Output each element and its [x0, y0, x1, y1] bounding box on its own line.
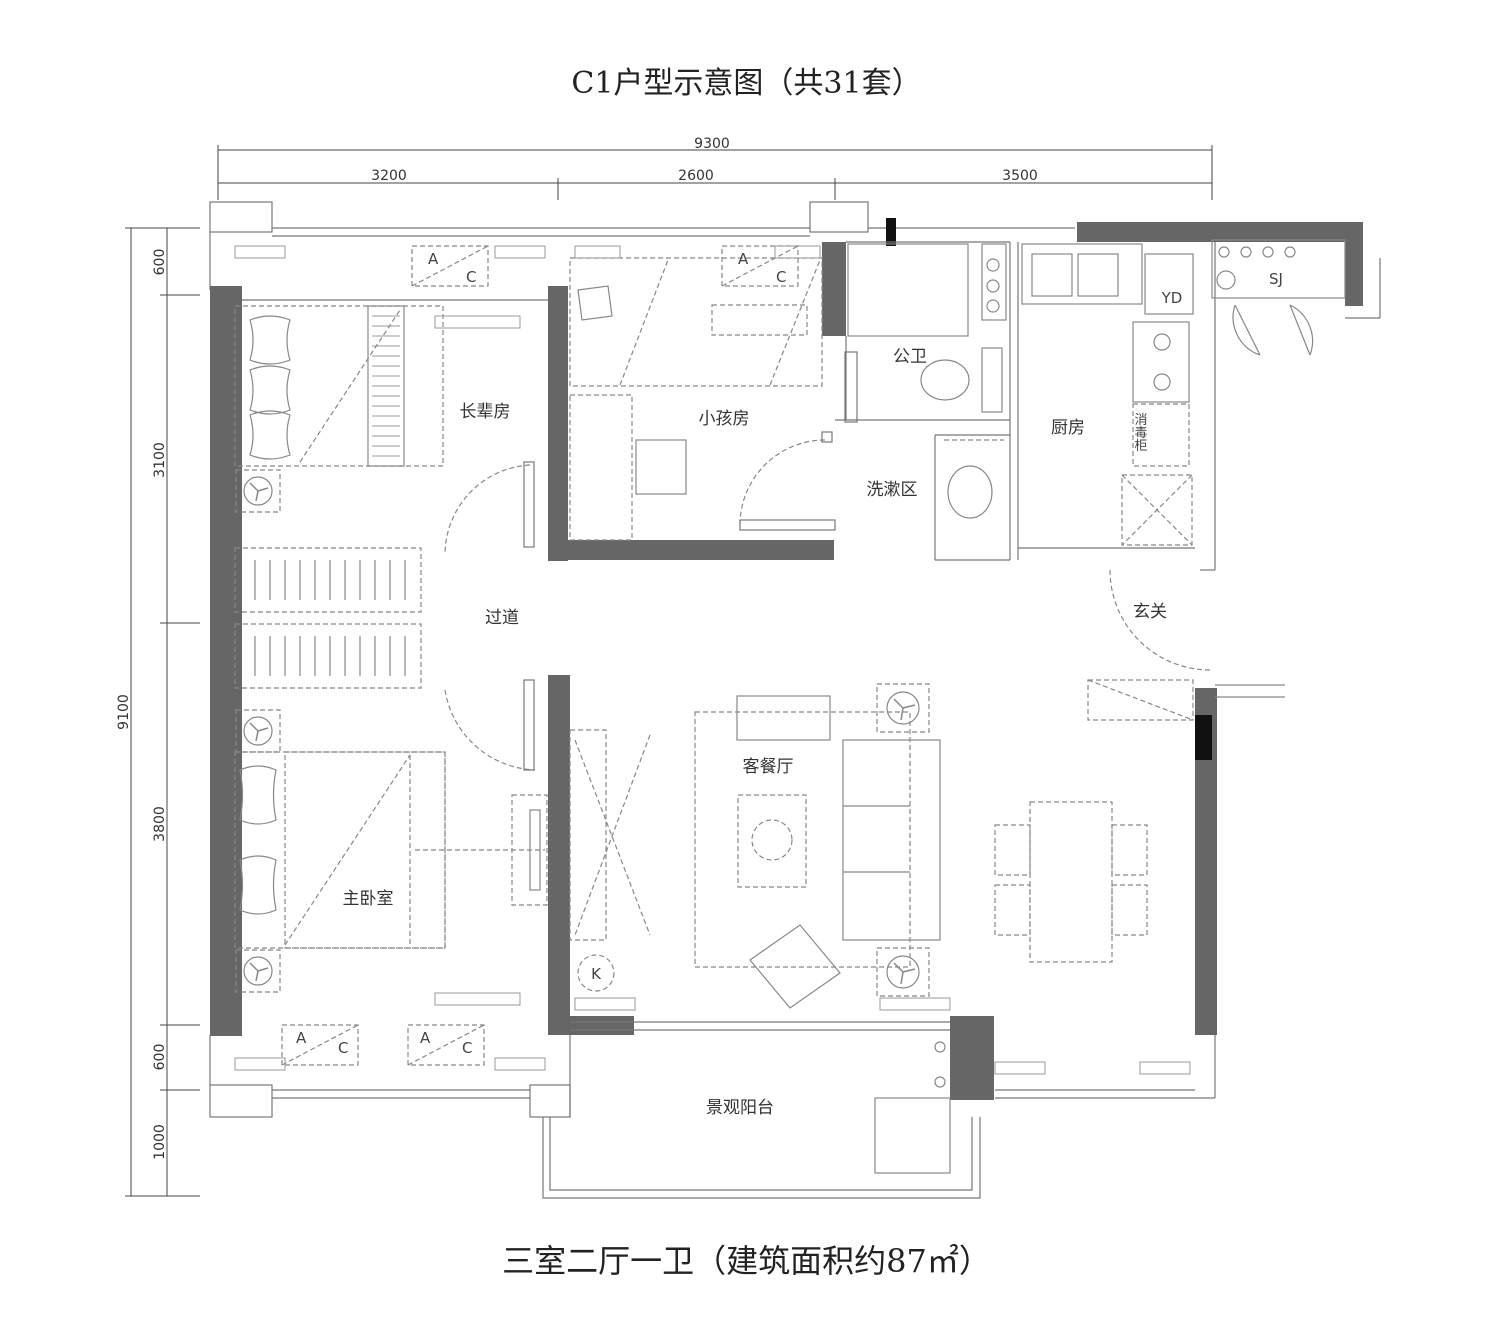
ac-tag-k: K — [591, 965, 602, 983]
ac-tag-c-2: C — [776, 268, 786, 286]
walls — [210, 222, 1363, 1100]
room-label-public-bath: 公卫 — [893, 347, 927, 367]
room-label-child: 小孩房 — [699, 409, 750, 429]
ac-tag-c-4: C — [462, 1039, 472, 1057]
plan-caption: 三室二厅一卫（建筑面积约87㎡） — [502, 1242, 991, 1280]
dim-left-total: 9100 — [116, 694, 132, 730]
wardrobes — [234, 547, 422, 689]
ceiling-fan-master-bottom — [235, 949, 281, 993]
partitions — [242, 241, 1195, 1031]
master-bed — [234, 751, 446, 949]
ac-tag-a-1: A — [428, 250, 439, 268]
dim-left-segment-5: 1000 — [152, 1124, 168, 1160]
ceiling-fan-living-top — [876, 683, 930, 733]
dim-top-segment-3: 3500 — [1002, 168, 1038, 184]
dim-top-segment-2: 2600 — [678, 168, 714, 184]
room-label-balcony: 景观阳台 — [706, 1098, 774, 1118]
room-label-living-dining: 客餐厅 — [743, 757, 794, 777]
dimension-lines — [125, 145, 1213, 1197]
door-leaves — [523, 351, 858, 771]
door-swings — [444, 439, 1211, 771]
dining-table — [994, 801, 1148, 963]
ac-tag-a-4: A — [420, 1029, 431, 1047]
room-label-elder: 长辈房 — [460, 402, 511, 422]
ac-tag-c-1: C — [466, 268, 476, 286]
ceiling-fan-elder — [235, 469, 281, 513]
tag-disinfection-cabinet: 消毒柜 — [1132, 413, 1148, 452]
dim-top-total: 9300 — [694, 136, 730, 152]
ac-k-unit — [577, 954, 615, 992]
child-room-bed — [569, 257, 823, 387]
dim-left-segment-4: 600 — [152, 1044, 168, 1071]
vent-strips — [234, 245, 1191, 1075]
ceiling-fan-master-top — [235, 709, 281, 753]
bath-fixtures — [847, 243, 1007, 519]
window-outlines — [209, 201, 1381, 1199]
tag-water-heater: YD — [1161, 289, 1183, 307]
living-room-furniture — [569, 695, 941, 1009]
room-label-entrance: 玄关 — [1133, 602, 1167, 622]
room-label-kitchen: 厨房 — [1051, 418, 1085, 438]
ac-tag-c-3: C — [338, 1039, 348, 1057]
room-label-wash-area: 洗漱区 — [867, 480, 918, 500]
child-room-desk — [569, 394, 687, 541]
kitchen-fixtures — [1021, 239, 1346, 546]
door-mark-entrance — [1195, 715, 1212, 760]
ac-tag-a-3: A — [296, 1029, 307, 1047]
room-label-master: 主卧室 — [343, 889, 394, 909]
ac-units — [281, 245, 799, 1066]
tag-water-well: SJ — [1269, 270, 1283, 288]
ceiling-fan-living-bottom — [876, 947, 930, 997]
balcony-fixtures — [874, 1041, 951, 1174]
shoe-cabinet — [1087, 679, 1285, 721]
ac-tag-a-2: A — [738, 250, 749, 268]
dim-top-segment-1: 3200 — [371, 168, 407, 184]
dim-left-segment-2: 3100 — [152, 442, 168, 478]
dim-left-segment-1: 600 — [152, 249, 168, 276]
dim-left-segment-3: 3800 — [152, 806, 168, 842]
window-mark-top — [886, 218, 896, 246]
plan-title: C1户型示意图（共31套） — [571, 66, 922, 101]
elder-room-bed — [234, 305, 444, 467]
master-tv-unit — [415, 794, 548, 906]
room-label-corridor: 过道 — [485, 608, 519, 628]
